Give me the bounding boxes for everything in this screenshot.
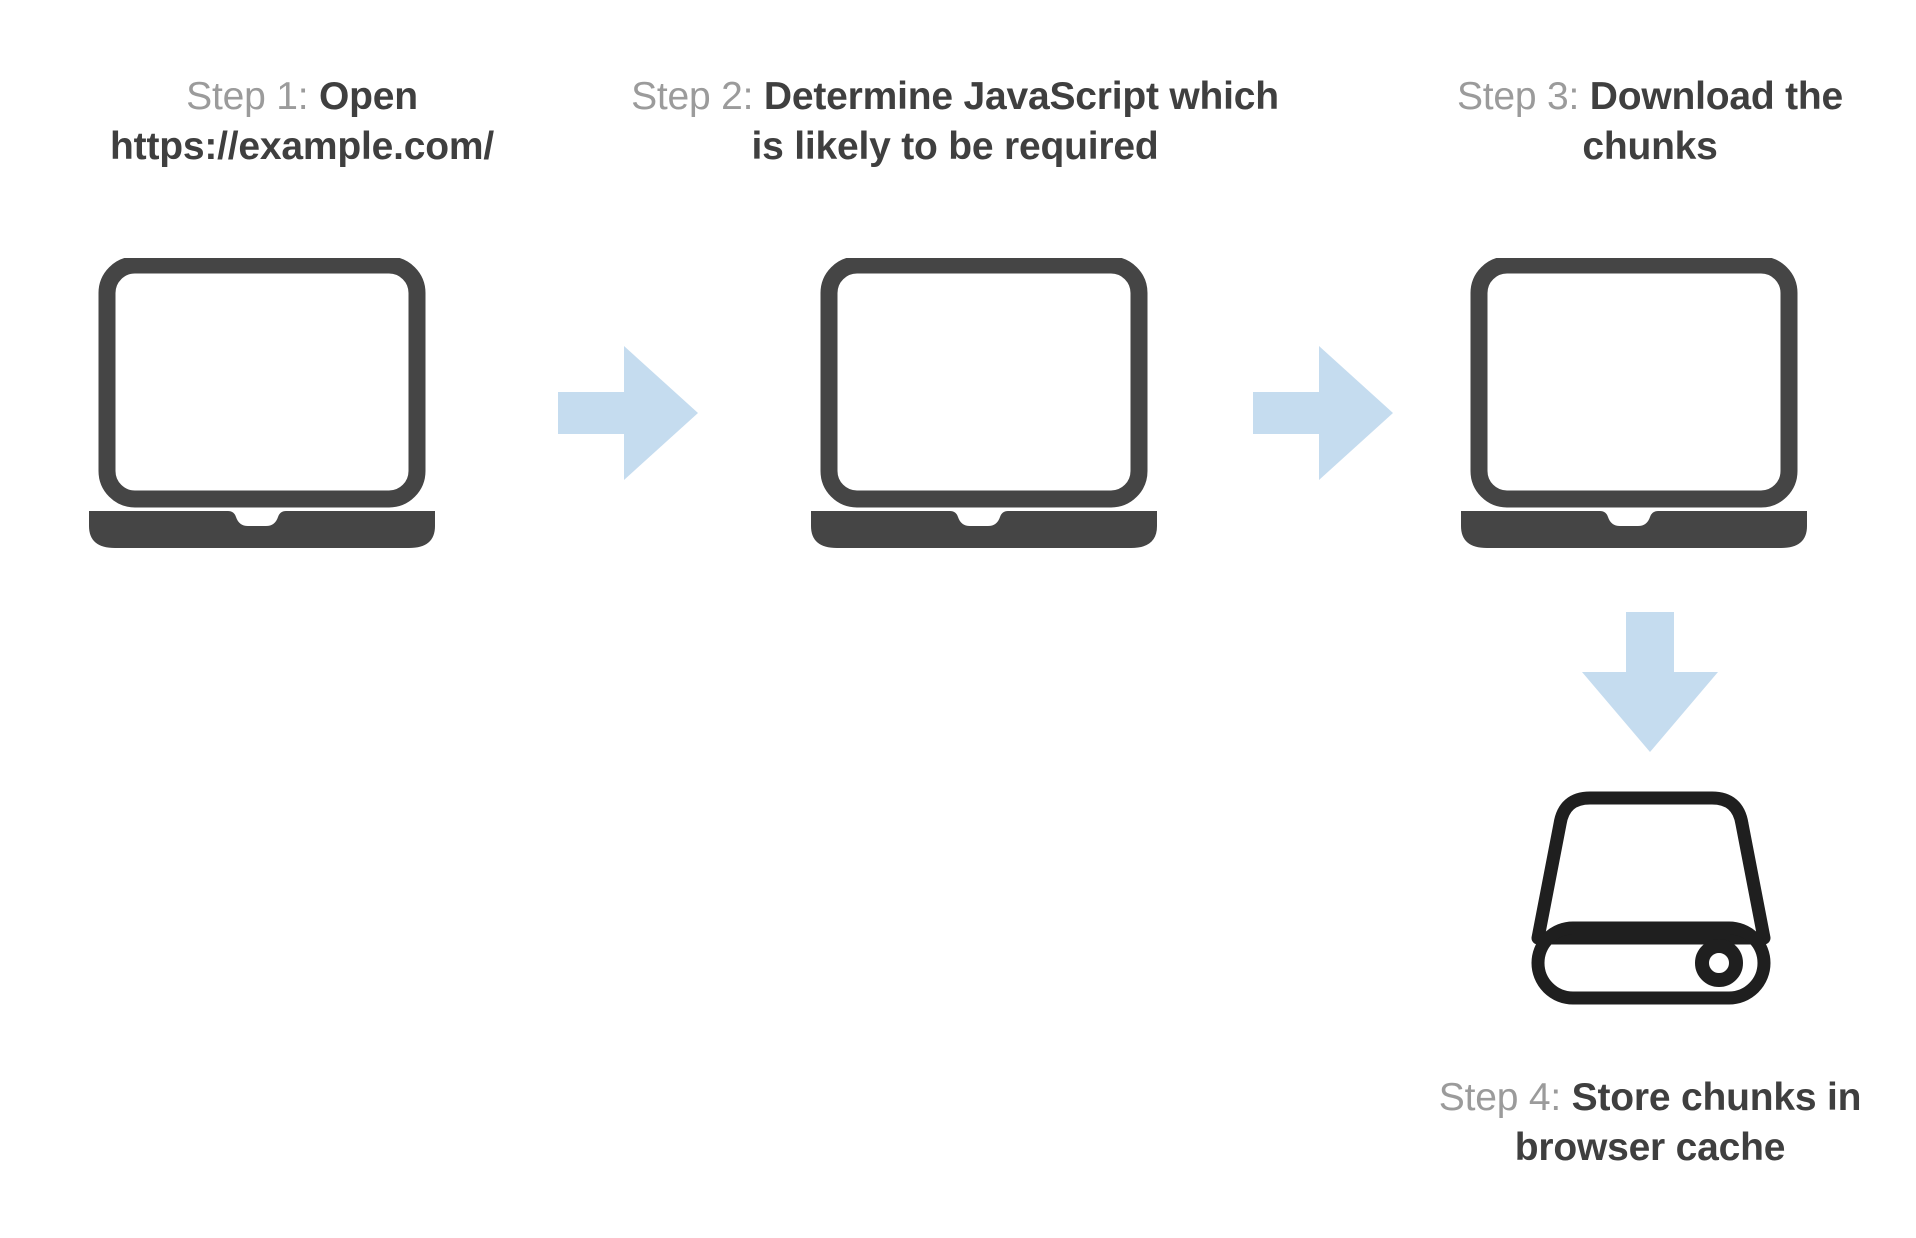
step-2-caption: Step 2: Determine JavaScript which is li… bbox=[620, 72, 1290, 172]
arrow-right-icon bbox=[1253, 346, 1393, 480]
arrow-right-icon bbox=[558, 346, 698, 480]
step-4-caption: Step 4: Store chunks in browser cache bbox=[1400, 1073, 1900, 1173]
step-3-caption: Step 3: Download the chunks bbox=[1400, 72, 1900, 172]
step-4-label: Step 4: bbox=[1438, 1076, 1561, 1119]
step-3-laptop bbox=[1460, 258, 1870, 573]
step-4-storage bbox=[1528, 788, 1774, 1008]
step-3-label: Step 3: bbox=[1456, 75, 1580, 118]
arrow-down-icon bbox=[1582, 612, 1718, 752]
step-4-description: Store chunks in browser cache bbox=[1514, 1076, 1862, 1169]
laptop-icon bbox=[1461, 258, 1807, 548]
step-2-description: Determine JavaScript which is likely to … bbox=[751, 75, 1279, 168]
step-1-laptop bbox=[88, 258, 498, 573]
step-3-description: Download the chunks bbox=[1582, 75, 1844, 168]
arrow-right-step1-to-step2 bbox=[558, 344, 700, 482]
step-2-laptop bbox=[810, 258, 1220, 573]
step-1-description: Open https://example.com/ bbox=[110, 75, 494, 168]
disk-led-icon bbox=[1695, 939, 1743, 987]
laptop-icon bbox=[89, 258, 435, 548]
step-1-label: Step 1: bbox=[186, 75, 309, 118]
disk-drive-icon bbox=[1531, 791, 1771, 1005]
step-1-caption: Step 1: Open https://example.com/ bbox=[22, 72, 582, 172]
laptop-icon bbox=[811, 258, 1157, 548]
step-2-label: Step 2: bbox=[631, 75, 754, 118]
arrow-right-step2-to-step3 bbox=[1253, 344, 1395, 482]
arrow-down-step3-to-step4 bbox=[1580, 612, 1720, 754]
